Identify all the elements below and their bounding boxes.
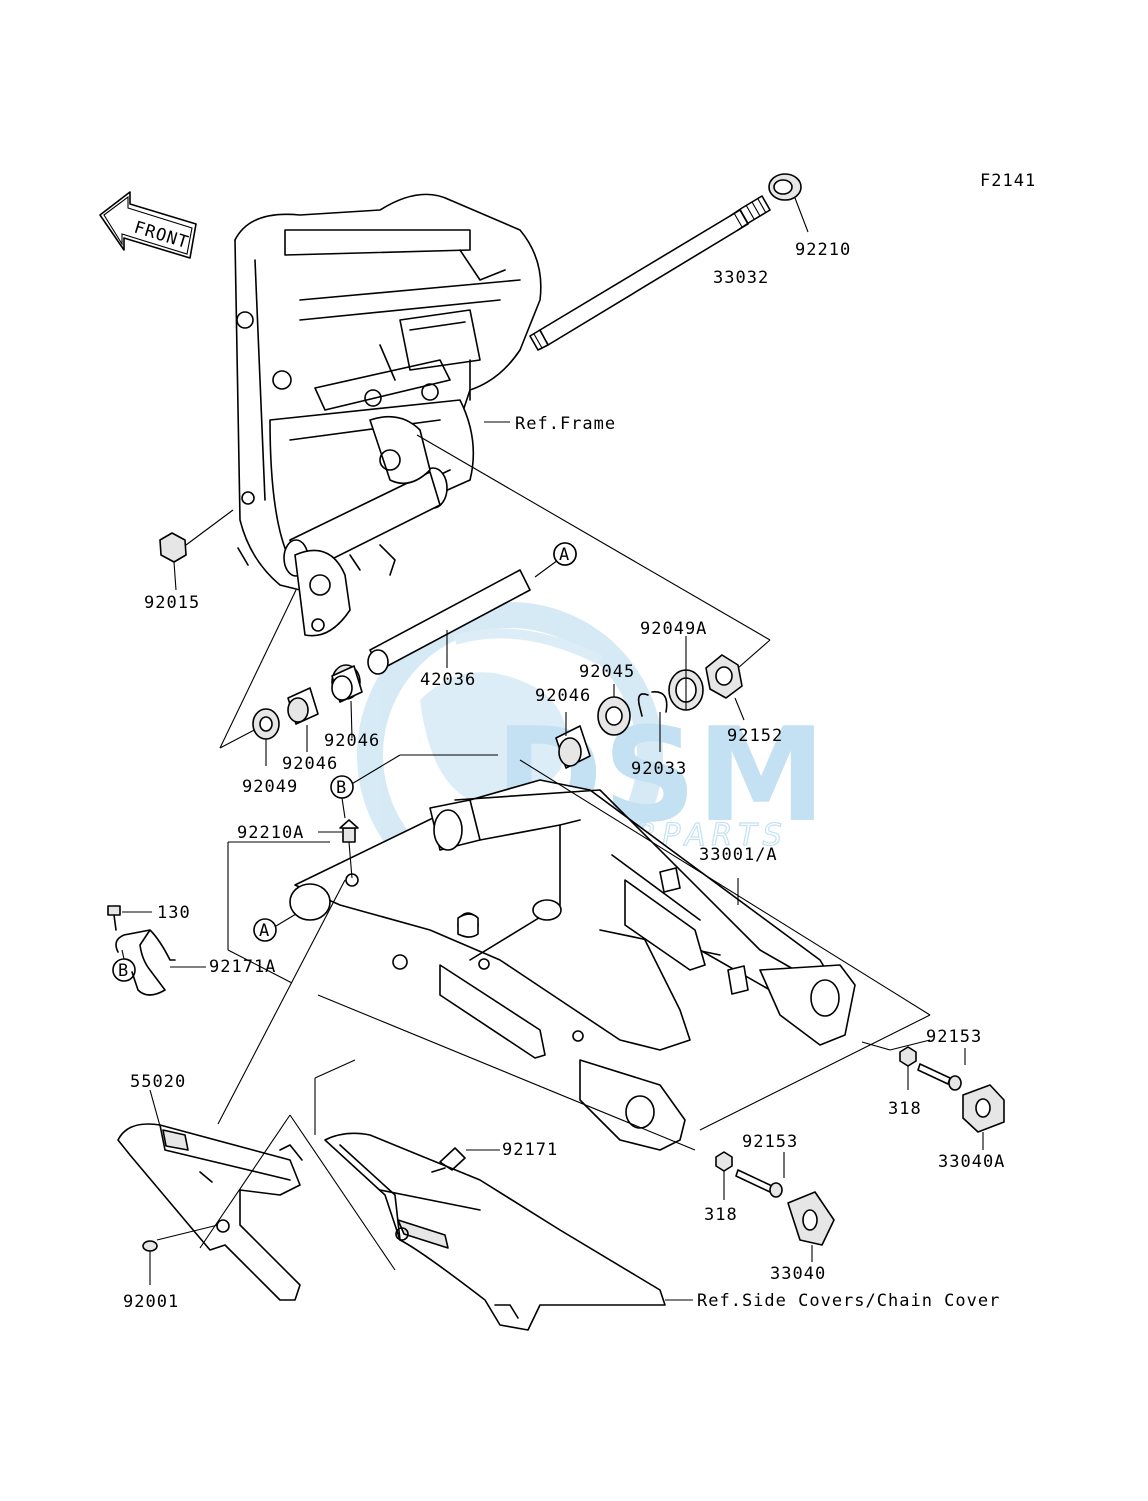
- label-55020: 55020: [130, 1072, 186, 1092]
- label-92171A: 92171A: [209, 957, 276, 977]
- chain-guard: [117, 879, 396, 1301]
- label-33032: 33032: [713, 268, 769, 288]
- label-92171: 92171: [502, 1140, 558, 1160]
- label-92210: 92210: [795, 240, 851, 260]
- screw-92001-icon: [142, 1224, 219, 1285]
- bearing-right-group: [555, 636, 745, 769]
- label-ref-side-covers: Ref.Side Covers/Chain Cover: [697, 1291, 1000, 1311]
- label-318-upper: 318: [888, 1099, 922, 1119]
- grease-nipple-icon: [318, 819, 359, 879]
- callout-b-left: B: [118, 961, 129, 981]
- label-92046-right: 92046: [535, 686, 591, 706]
- label-92210A: 92210A: [237, 823, 304, 843]
- callout-a-left: A: [259, 921, 270, 941]
- label-92033: 92033: [631, 759, 687, 779]
- label-92046-left: 92046: [282, 754, 338, 774]
- label-92045: 92045: [579, 662, 635, 682]
- callout-a-top: A: [559, 545, 570, 565]
- label-ref-frame: Ref.Frame: [515, 414, 616, 434]
- label-92015: 92015: [144, 593, 200, 613]
- label-92049A: 92049A: [640, 619, 707, 639]
- label-33001A: 33001/A: [699, 845, 778, 865]
- frame-assembly: [234, 193, 542, 637]
- label-130: 130: [157, 903, 191, 923]
- callout-b-top: B: [336, 778, 347, 798]
- callout-markers: A A B B: [112, 542, 577, 982]
- label-92153-upper: 92153: [926, 1027, 982, 1047]
- label-92049: 92049: [242, 777, 298, 797]
- clip-92171-icon: [431, 1147, 500, 1173]
- clip-92171A-icon: [115, 929, 206, 996]
- nut-92015-icon: [159, 509, 234, 591]
- label-92152: 92152: [727, 726, 783, 746]
- front-arrow-icon: FRONT: [99, 191, 197, 259]
- side-cover: [324, 1132, 693, 1331]
- swingarm: [289, 779, 856, 1151]
- adjuster-upper: [899, 1046, 1005, 1150]
- bolt-130-icon: [107, 905, 152, 931]
- label-92153-lower: 92153: [742, 1132, 798, 1152]
- pivot-shaft: [529, 195, 771, 351]
- nut-92210-icon: [768, 173, 809, 233]
- bearing-left-group: [252, 664, 363, 766]
- label-33040: 33040: [770, 1264, 826, 1284]
- label-33040A: 33040A: [938, 1152, 1005, 1172]
- figure-code: F2141: [980, 171, 1036, 191]
- swingarm-frame-lines: [227, 754, 931, 1151]
- label-92001: 92001: [123, 1292, 179, 1312]
- part-labels: 92210 33032 92015 42036 92049A 92045 920…: [123, 240, 1005, 1312]
- label-92046-mid: 92046: [324, 731, 380, 751]
- label-42036: 42036: [420, 670, 476, 690]
- label-318-lower: 318: [704, 1205, 738, 1225]
- adjuster-lower: [715, 1151, 835, 1262]
